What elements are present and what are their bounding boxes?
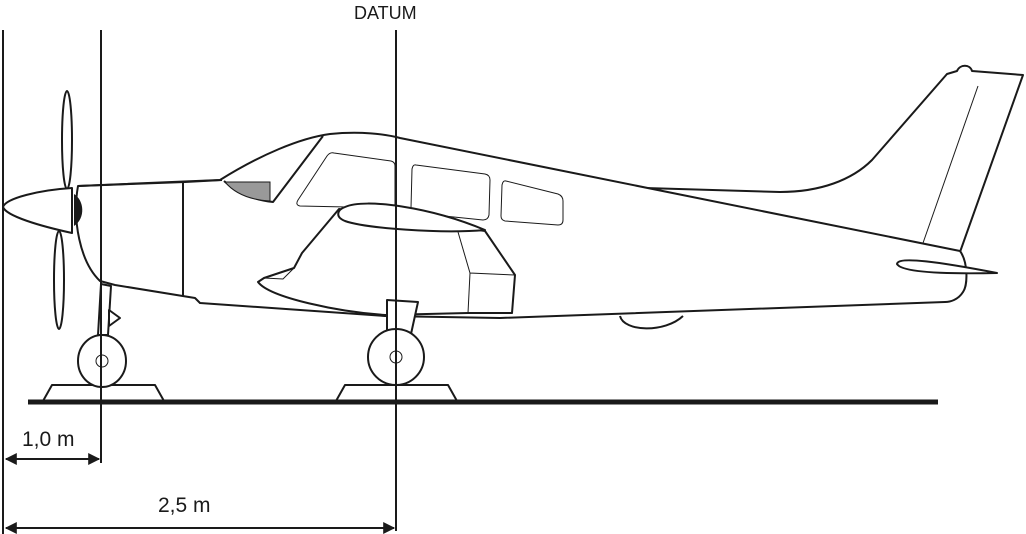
cowling-top bbox=[77, 179, 223, 187]
propeller-blade-upper bbox=[61, 90, 73, 190]
windshield-glass bbox=[223, 181, 271, 202]
dimension-label-datum: 2,5 m bbox=[158, 494, 211, 517]
wing bbox=[337, 202, 486, 233]
wing-root-fairing bbox=[257, 208, 516, 316]
cabin-window-3 bbox=[500, 180, 564, 226]
datum-label: DATUM bbox=[354, 3, 417, 23]
vertical-fin bbox=[644, 64, 1024, 253]
fuselage bbox=[75, 131, 968, 319]
dimension-label-nose: 1,0 m bbox=[22, 428, 75, 451]
propeller-blade-lower bbox=[53, 230, 65, 330]
belly-antenna-fairing bbox=[619, 315, 684, 330]
spinner bbox=[2, 187, 73, 234]
horizontal-stabilizer bbox=[896, 259, 998, 275]
flap-tip bbox=[263, 267, 295, 280]
nose-gear-torque-link bbox=[108, 309, 121, 327]
rudder-hinge-line bbox=[922, 85, 979, 244]
cabin-window-2 bbox=[410, 164, 491, 221]
wing-fairing-lines bbox=[457, 231, 516, 314]
spinner-backplate bbox=[74, 194, 83, 226]
